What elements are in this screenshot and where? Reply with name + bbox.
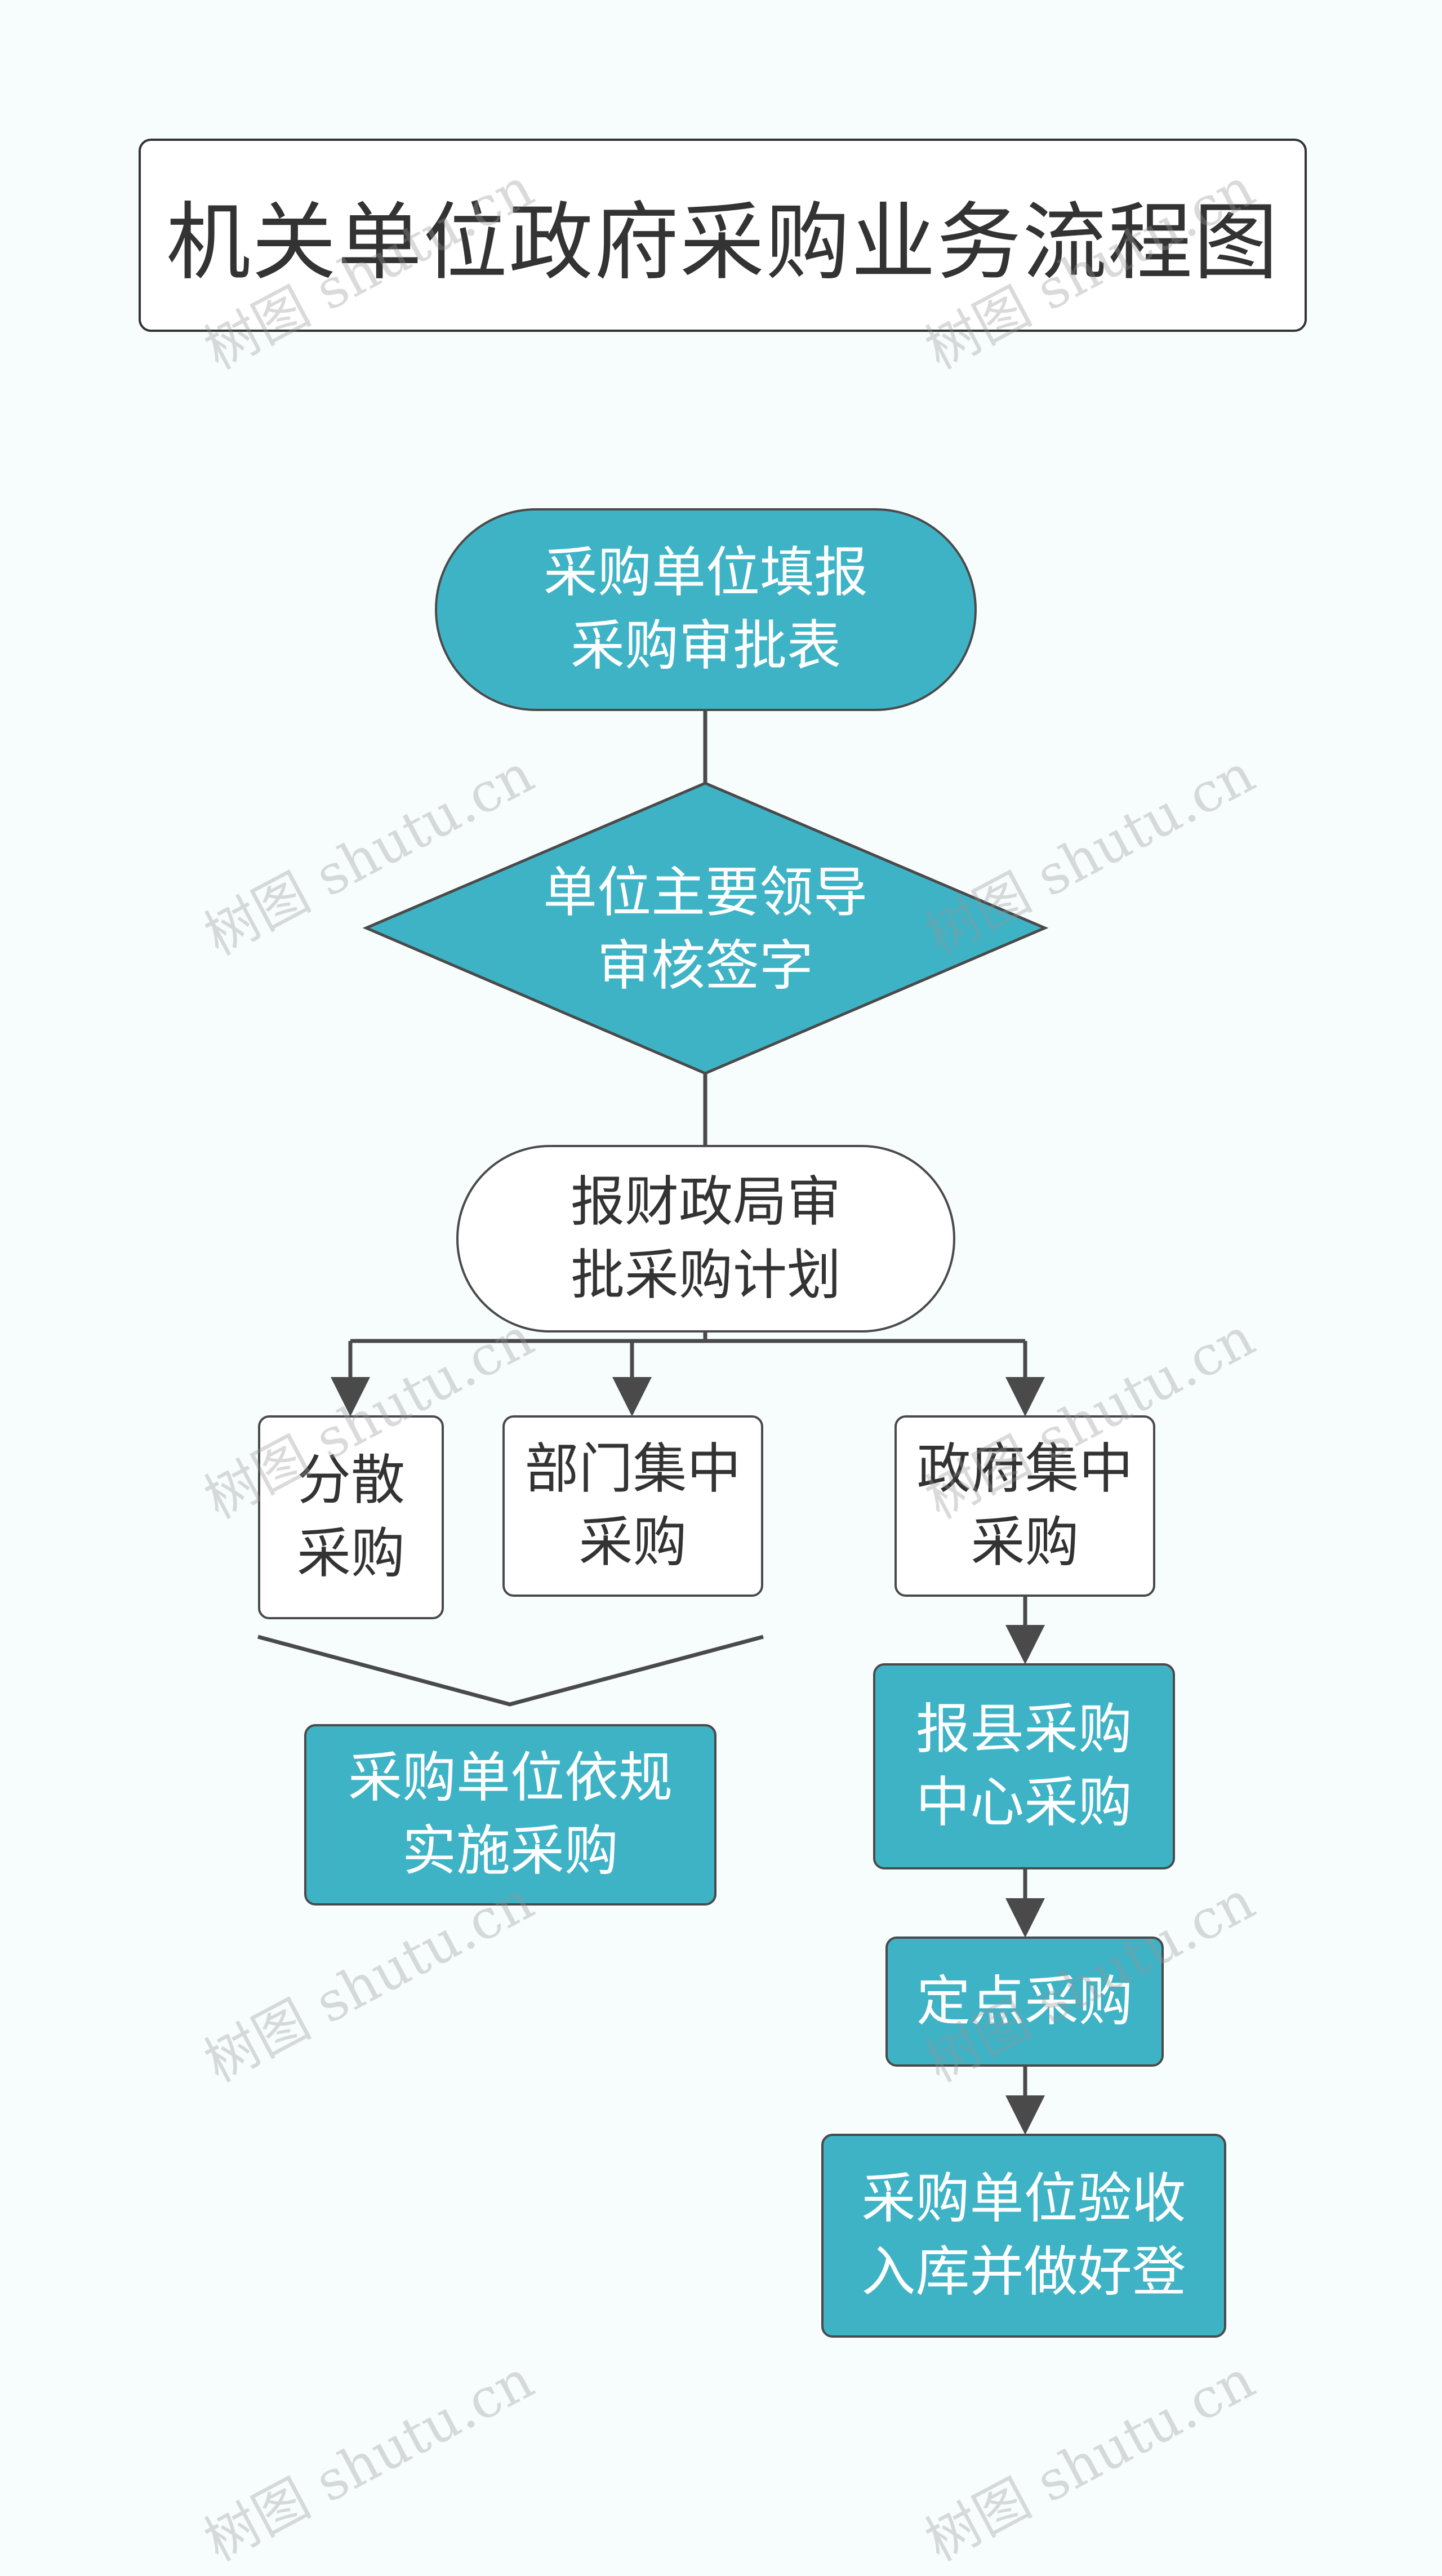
diagram-title: 机关单位政府采购业务流程图 [166, 194, 1279, 292]
node-unit-implement-label: 采购单位依规 实施采购 [348, 1746, 673, 1882]
node-leader-review-label: 单位主要领导 审核签字 [543, 861, 867, 997]
merge-bracket [257, 1635, 764, 1707]
connector-lines [257, 711, 1049, 2135]
title-box: 机关单位政府采购业务流程图 [139, 139, 1307, 332]
node-gov-central-label: 政府集中 采购 [916, 1437, 1133, 1574]
node-leader-review: 单位主要领导 审核签字 [479, 834, 932, 1025]
node-designated: 定点采购 [885, 1937, 1164, 2067]
node-county-center: 报县采购 中心采购 [873, 1663, 1175, 1869]
node-finance-approval-label: 报财政局审 批采购计划 [571, 1170, 841, 1307]
node-acceptance: 采购单位验收 入库并做好登 [821, 2134, 1226, 2338]
node-start: 采购单位填报 采购审批表 [435, 508, 977, 711]
node-dept-central-label: 部门集中 采购 [524, 1437, 741, 1574]
node-gov-central: 政府集中 采购 [894, 1415, 1155, 1597]
node-finance-approval: 报财政局审 批采购计划 [456, 1145, 955, 1333]
node-county-center-label: 报县采购 中心采购 [916, 1698, 1132, 1834]
node-dept-central: 部门集中 采购 [502, 1415, 763, 1597]
node-acceptance-label: 采购单位验收 入库并做好登 [861, 2167, 1186, 2303]
node-scattered: 分散 采购 [258, 1415, 444, 1619]
node-designated-label: 定点采购 [916, 1969, 1133, 2033]
node-scattered-label: 分散 采购 [297, 1449, 405, 1585]
node-unit-implement: 采购单位依规 实施采购 [304, 1724, 716, 1906]
node-start-label: 采购单位填报 采购审批表 [544, 541, 868, 677]
diamond-review [362, 781, 1049, 1075]
